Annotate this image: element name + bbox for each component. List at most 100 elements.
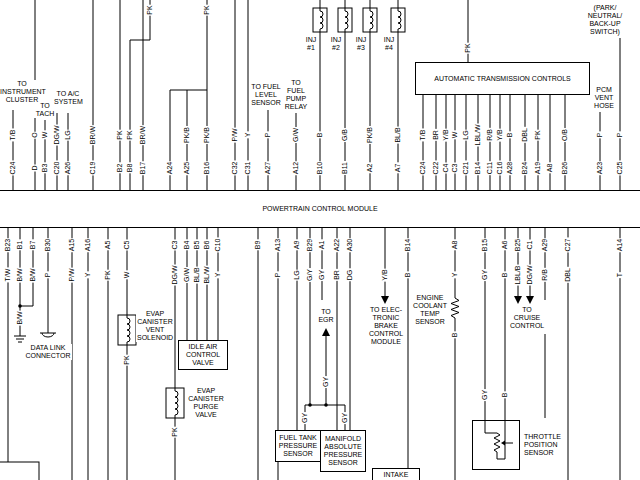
label-holder: B2 (116, 163, 124, 174)
label-holder: LG (462, 129, 470, 140)
label-holder: A24 (166, 161, 174, 175)
pin-number: B24 (521, 161, 529, 175)
pin-number: C3 (171, 240, 179, 251)
wire-color: B/W (16, 267, 24, 282)
label-holder: T/W (4, 268, 12, 283)
label-holder: PK/B (203, 126, 211, 144)
pin-number: B30 (44, 238, 52, 252)
pin-number: A8 (546, 163, 554, 174)
wire-color: B (316, 132, 324, 139)
label-holder: ENGINE COOLANT TEMP SENSOR (410, 294, 450, 326)
pin-number: C27 (564, 238, 572, 253)
label-holder: B8 (126, 163, 134, 174)
wire-color: PK/B (203, 126, 211, 144)
pin-number: C24 (419, 161, 427, 176)
injector-box (313, 8, 327, 32)
pin-number: B7 (29, 240, 37, 251)
wire-color: Y/B (496, 128, 504, 141)
wire-color: BR/W (139, 125, 147, 145)
wire-color: R/B (486, 128, 494, 142)
label-holder: LG (293, 269, 301, 280)
label-holder: B5 (193, 240, 201, 251)
label-holder: TO ELEC- TRONIC BRAKE CONTROL MODULE (367, 306, 405, 346)
pin-number: B15 (481, 238, 489, 252)
label-holder: T (616, 272, 624, 278)
node-text: IDLE AIR CONTROL VALVE (181, 343, 225, 367)
label-holder: C3 (451, 163, 459, 174)
label-holder: A12 (292, 161, 300, 175)
label-holder: W (123, 271, 131, 280)
wire-color: PK (534, 129, 542, 140)
label-holder: A30 (346, 238, 354, 252)
label-holder: PK/B (366, 126, 374, 144)
label-holder: GY (301, 412, 309, 424)
pin-number: A13 (274, 238, 282, 252)
wire-color: P (274, 272, 282, 279)
pin-number: A16 (84, 238, 92, 252)
wire (350, 228, 351, 430)
label-holder: BR (432, 129, 440, 141)
pin-number: A25 (183, 161, 191, 175)
pin-number: B10 (316, 161, 324, 175)
pin-number: C25 (616, 161, 624, 176)
label-holder: GY (341, 412, 349, 424)
label-holder: A14 (616, 238, 624, 252)
injector-label: INJ #2 (328, 36, 344, 52)
pin-number: A22 (333, 238, 341, 252)
node-text: MANIFOLD ABSOLUTE PRESSURE SENSOR (323, 435, 363, 467)
label-holder: PK (464, 42, 472, 53)
wire-color: GY (322, 376, 330, 388)
label-holder: C24 (419, 161, 427, 176)
bottom-wires (8, 228, 620, 480)
wire-color: DG/W (53, 124, 61, 145)
label-holder: P/W (68, 267, 76, 282)
wire (500, 95, 501, 190)
wire-color: PK (116, 129, 124, 140)
label-holder: B (316, 132, 324, 139)
label-holder: PK (534, 129, 542, 140)
pin-number: C10 (214, 238, 222, 253)
label-holder: PK (126, 129, 134, 140)
connector-symbol (40, 333, 56, 337)
wire (550, 95, 551, 190)
callout-text: TO ELEC- TRONIC BRAKE CONTROL MODULE (367, 306, 405, 346)
pin-number: A24 (166, 161, 174, 175)
pin-number: A15 (68, 238, 76, 252)
wire-color: LBL/W (474, 123, 482, 146)
pin-number: A14 (616, 238, 624, 252)
label-holder: GY (318, 269, 326, 281)
label-holder: LBL/B (514, 264, 522, 285)
wire (455, 95, 456, 190)
potentiometer-symbol (485, 421, 513, 459)
label-holder: A7 (394, 163, 402, 174)
injector-label: INJ #3 (353, 36, 369, 52)
sensor-box: THROTTLE POSITION SENSOR (472, 420, 520, 470)
callout-text: EVAP CANISTER PURGE VALVE (185, 387, 227, 419)
label-holder: PK/B (183, 126, 191, 144)
label-holder: B23 (4, 238, 12, 252)
pin-number: A29 (541, 238, 549, 252)
label-holder: INJ #1 (303, 36, 319, 52)
pin-number: B14 (404, 238, 412, 252)
sensor-box: MANIFOLD ABSOLUTE PRESSURE SENSOR (320, 430, 366, 472)
pin-number: A2 (366, 163, 374, 174)
label-holder: A5 (104, 240, 112, 251)
callout-text: TO FUEL LEVEL SENSOR (250, 83, 282, 107)
ground-symbol (14, 336, 26, 342)
label-holder: A1 (318, 240, 326, 251)
pin-number: B6 (203, 240, 211, 251)
label-holder: BR/W (89, 125, 97, 145)
injector-label: INJ #4 (381, 36, 397, 52)
label-holder: INJ #4 (381, 36, 397, 52)
wire-color: BL/B (193, 266, 201, 283)
label-holder: W (41, 131, 49, 140)
pin-number: C3 (451, 163, 459, 174)
label-holder: TO INSTRUMENT CLUSTER (0, 80, 45, 104)
wire-color: GY (301, 412, 309, 424)
label-holder: DG/W (53, 124, 61, 145)
label-holder: DG (346, 269, 354, 282)
label-holder: DG/W (171, 264, 179, 285)
label-holder: PK (146, 4, 154, 15)
label-holder: A22 (333, 238, 341, 252)
pin-number: C21 (462, 161, 470, 176)
